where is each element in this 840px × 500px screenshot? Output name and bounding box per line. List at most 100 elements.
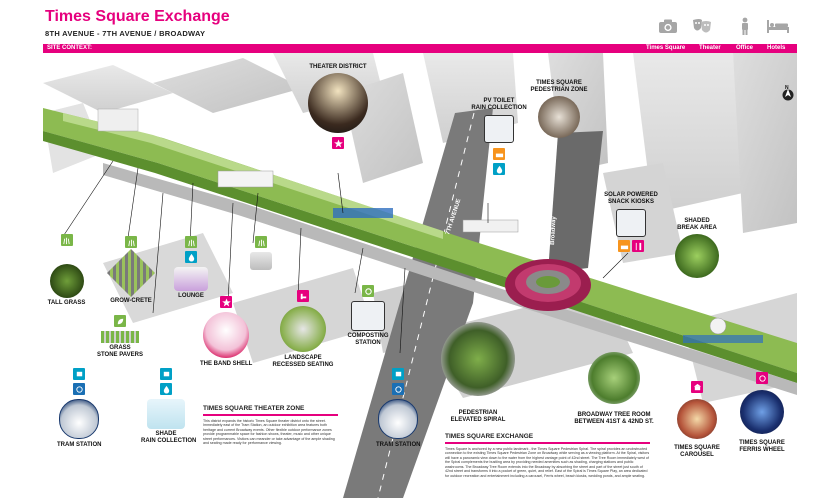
carousel-icon [691,381,703,393]
band-shell-callout: THE BAND SHELL [200,296,252,368]
water-drop-icon [160,383,172,395]
pedestrian-spiral [505,259,591,311]
water-drop-icon [185,251,197,263]
theater-zone-section: TIMES SQUARE THEATER ZONE This district … [203,405,338,446]
grass-pavers-label: GRASS STONE PAVERS [96,345,143,358]
solar-kiosks-callout: SOLAR POWERED SNACK KIOSKS [600,192,662,252]
broadway-label: Broadway [550,215,558,245]
band-shell-image [203,312,249,358]
page-title: Times Square Exchange [45,8,230,25]
nav-theater[interactable]: Theater [699,45,721,51]
nav-office[interactable]: Office [736,45,754,51]
tram-station-image [59,399,99,439]
pedestrian-zone-label: TIMES SQUARE PEDESTRIAN ZONE [530,80,588,93]
recessed-seating-label: LANDSCAPE RECESSED SEATING [272,355,334,368]
shaded-break-label: SHADED BREAK AREA [677,218,717,231]
bench-image [250,252,272,270]
lounge-image [174,267,208,291]
lounge-label: LOUNGE [178,293,204,299]
star-icon [220,296,232,308]
compass-label: N [785,85,789,91]
composting-label: COMPOSTING STATION [347,333,389,346]
theater-masks-icon[interactable] [690,16,714,36]
carousel-image [677,399,717,439]
exchange-section: TIMES SQUARE EXCHANGE Times Square is an… [445,433,650,479]
seating-image [280,306,326,352]
grow-crete-label: GROW-CRETE [110,298,152,304]
exchange-heading: TIMES SQUARE EXCHANGE [445,433,534,440]
pv-toilet-callout: PV TOILET RAIN COLLECTION [470,98,528,175]
pv-toilet-image [484,115,514,143]
ferris-wheel-icon [756,372,768,384]
site-context-label: SITE CONTEXT: [47,45,93,51]
tall-grass-image [49,264,84,298]
elevated-spiral-label: PEDESTRIAN ELEVATED SPIRAL [450,410,506,423]
subtitle-text: 8TH AVENUE - 7TH AVENUE / BROADWAY [45,29,206,38]
theater-photo [308,73,368,133]
shade-rain-label: SHADE RAIN COLLECTION [141,431,197,444]
tram-station-1-label: TRAM STATION [57,442,102,448]
theater-zone-text: This district expands the historic Times… [203,418,335,446]
exchange-text: Times Square is anchored by a new public… [445,446,650,479]
tram-icon [73,368,85,380]
solar-kiosks-label: SOLAR POWERED SNACK KIOSKS [604,192,658,205]
tree-room-image [588,352,640,404]
tram-station-1-callout: TRAM STATION [57,368,101,449]
pavers-image [101,331,139,343]
page-subtitle: 8TH AVENUE - 7TH AVENUE / BROADWAY [45,29,205,38]
solar-icon [618,240,630,252]
seat-icon [297,290,309,302]
pedestrian-zone-photo [538,96,580,138]
theater-district-callout: THEATER DISTRICT [305,64,371,149]
tree-room-callout: BROADWAY TREE ROOM BETWEEN 41ST & 42ND S… [570,352,658,426]
lounge-grass-callout [246,236,276,270]
kiosk-image [616,209,646,237]
grow-crete-image [106,248,156,298]
leaf-icon [114,315,126,327]
tram-station-2-callout: TRAM STATION [376,368,420,449]
site-context-bar: SITE CONTEXT: Times Square Theater Offic… [43,44,797,53]
break-area-photo [675,234,719,278]
water-drop-icon [493,163,505,175]
seventh-avenue-road [343,108,493,498]
composting-callout: COMPOSTING STATION [342,285,394,347]
exchange-divider [445,442,650,444]
carousel-label: TIMES SQUARE CAROUSEL [674,445,720,458]
food-icon [632,240,644,252]
ferris-wheel-label: TIMES SQUARE FERRIS WHEEL [739,440,785,453]
elevated-spiral-image [441,322,515,396]
person-icon[interactable] [733,16,757,36]
recessed-seating-callout: LANDSCAPE RECESSED SEATING [268,290,338,369]
grow-crete-callout: GROW-CRETE [106,236,156,305]
lounge-callout: LOUNGE [170,236,212,300]
broadway-road [548,131,603,273]
ferris-wheel-callout: TIMES SQUARE FERRIS WHEEL [735,372,789,454]
grass-icon [185,236,197,248]
shade-image [147,399,185,429]
theater-zone-divider [203,414,338,416]
spiral-icon [392,383,404,395]
tree-room-label: BROADWAY TREE ROOM BETWEEN 41ST & 42ND S… [574,412,654,425]
carousel-callout: TIMES SQUARE CAROUSEL [668,381,726,459]
tram-icon [392,368,404,380]
tall-grass-callout: TALL GRASS [44,234,89,307]
grass-pavers-callout: GRASS STONE PAVERS [96,315,144,359]
nav-hotels[interactable]: Hotels [767,45,786,51]
camera-icon[interactable] [656,16,680,36]
composting-image [351,301,385,331]
tall-grass-label: TALL GRASS [47,300,86,306]
grass-icon [125,236,137,248]
tram-station-2-label: TRAM STATION [376,442,421,448]
aerial-site-map: 7TH AVENUE Broadway N [43,53,797,499]
solar-icon [493,148,505,160]
theater-district-label: THEATER DISTRICT [309,64,367,70]
pv-toilet-label: PV TOILET RAIN COLLECTION [471,98,527,111]
ferris-wheel-image [740,390,784,434]
bed-icon[interactable] [766,16,790,36]
nav-times-square[interactable]: Times Square [646,45,686,51]
compass [782,89,794,101]
grass-icon [255,236,267,248]
shaded-break-callout: SHADED BREAK AREA [666,218,728,278]
shade-rain-callout: SHADE RAIN COLLECTION [141,368,197,445]
tram-icon [160,368,172,380]
